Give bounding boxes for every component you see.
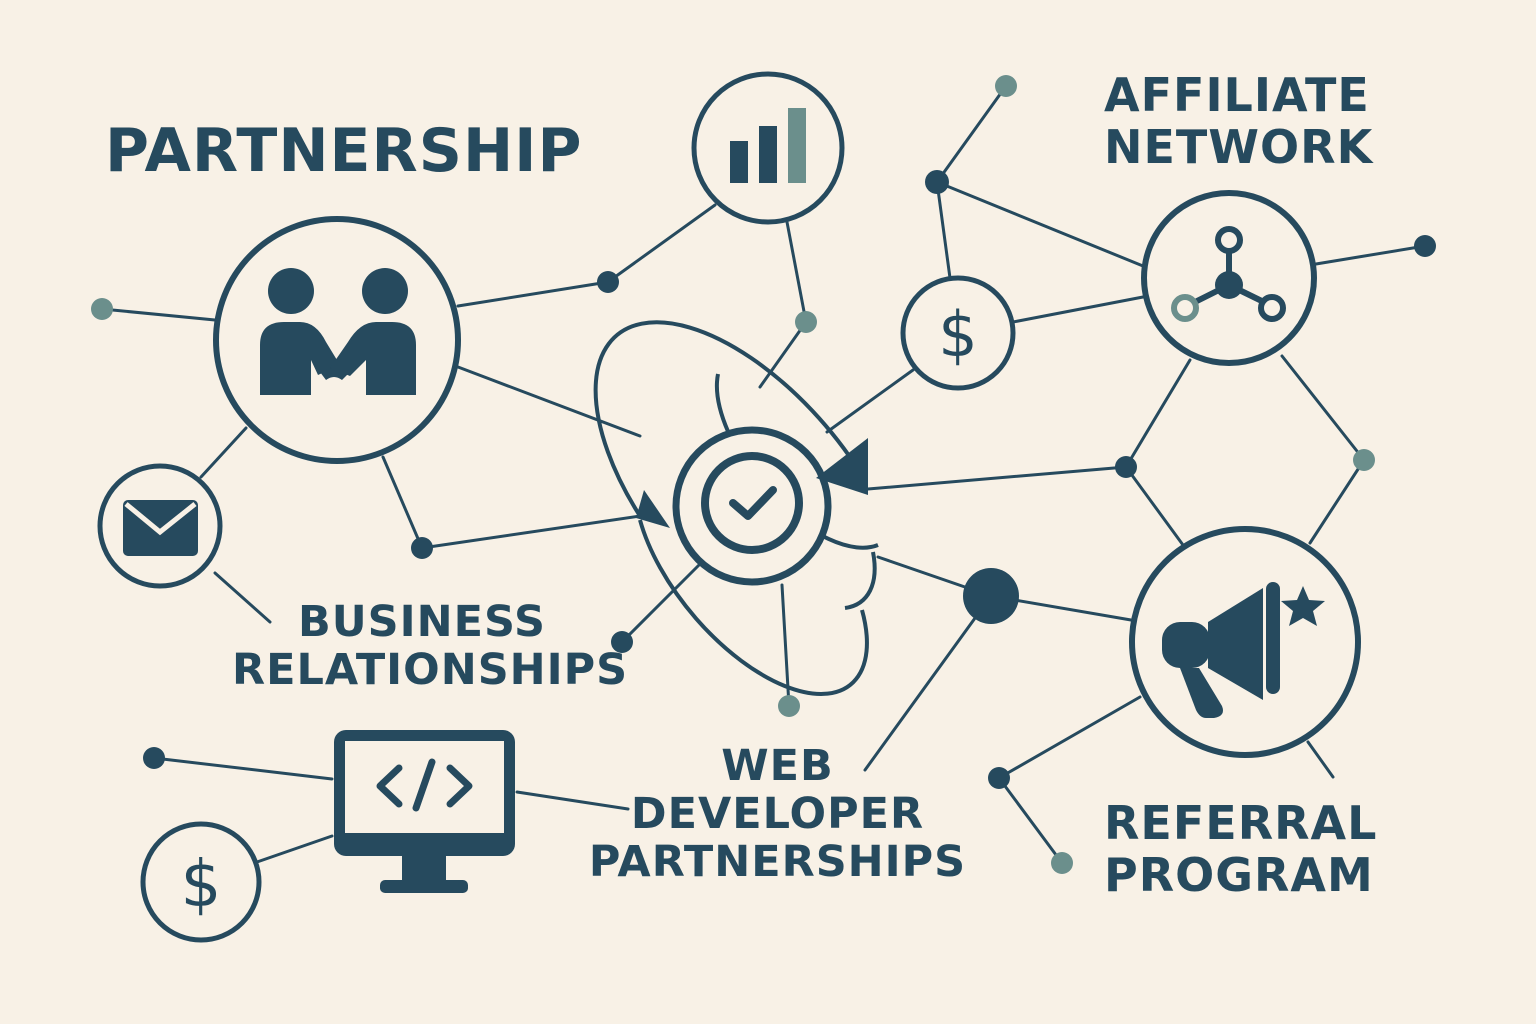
network-node xyxy=(1141,190,1317,366)
handshake-node xyxy=(213,216,461,464)
megaphone-icon xyxy=(1162,582,1325,718)
label-line: PARTNERSHIP xyxy=(105,116,583,186)
sync-check-icon xyxy=(636,438,868,554)
label-web-developer-partnerships: WEB DEVELOPER PARTNERSHIPS xyxy=(580,741,975,888)
dollar-node-top: $ xyxy=(900,275,1016,391)
dollar-node-bottom: $ xyxy=(140,821,262,943)
handshake-icon xyxy=(260,268,416,395)
label-referral-program: REFERRAL PROGRAM xyxy=(1104,796,1378,902)
bar-chart-icon xyxy=(730,108,806,183)
envelope-node xyxy=(97,463,223,589)
node-dot xyxy=(597,271,619,293)
label-line: PARTNERSHIPS xyxy=(588,837,967,888)
chart-node xyxy=(691,71,845,225)
label-affiliate-network: AFFILIATE NETWORK xyxy=(1104,68,1374,174)
label-line: REFERRAL xyxy=(1104,796,1378,850)
network-icon xyxy=(1171,226,1286,322)
label-line: NETWORK xyxy=(1104,119,1374,174)
node-dot xyxy=(1051,852,1073,874)
node-dot xyxy=(1414,235,1436,257)
label-line: PROGRAM xyxy=(1104,847,1374,902)
label-line: RELATIONSHIPS xyxy=(232,645,629,696)
label-line: WEB xyxy=(721,741,834,791)
node-dot xyxy=(143,747,165,769)
node-dot xyxy=(963,568,1019,624)
node-dot xyxy=(611,631,633,653)
node-dots xyxy=(91,75,1436,874)
node-dot xyxy=(778,695,800,717)
central-sync-node xyxy=(593,320,879,696)
node-dot xyxy=(91,298,113,320)
node-dot xyxy=(988,767,1010,789)
node-dot xyxy=(1115,456,1137,478)
node-dot xyxy=(925,170,949,194)
node-dot xyxy=(1353,449,1375,471)
node-dot xyxy=(411,537,433,559)
label-partnership: PARTNERSHIP xyxy=(105,116,583,186)
node-dot xyxy=(795,311,817,333)
dollar-icon: $ xyxy=(181,848,222,922)
label-business-relationships: BUSINESS RELATIONSHIPS xyxy=(232,597,629,696)
envelope-icon xyxy=(123,500,198,556)
dollar-icon: $ xyxy=(938,298,977,371)
label-line: AFFILIATE xyxy=(1104,68,1370,122)
label-line: DEVELOPER xyxy=(630,789,925,840)
node-dot xyxy=(995,75,1017,97)
label-line: BUSINESS xyxy=(297,597,547,647)
megaphone-node xyxy=(1129,526,1361,758)
code-monitor-icon xyxy=(334,730,515,893)
